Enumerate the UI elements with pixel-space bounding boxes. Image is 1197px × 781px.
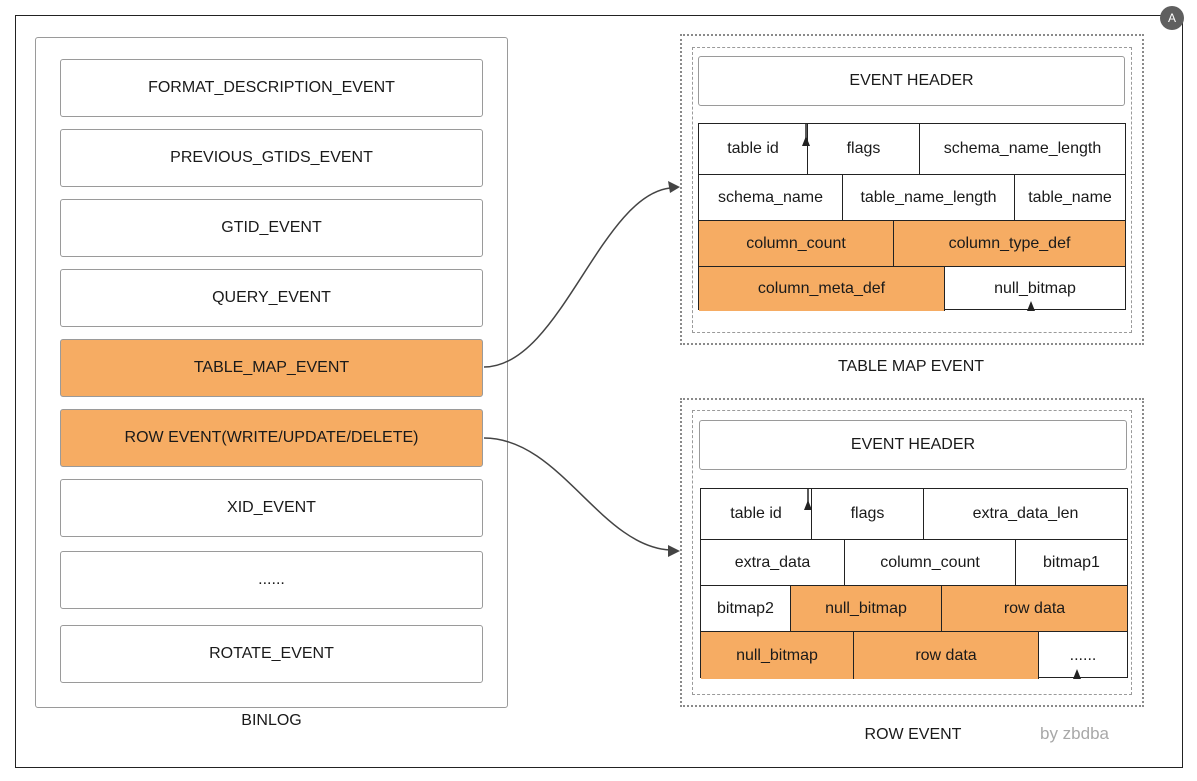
row-event-field-bitmap1: bitmap1 [1015,540,1127,585]
connector-table-map [483,187,671,368]
table-map-field-schema-name-length: schema_name_length [919,124,1125,174]
binlog-event-format-description: FORMAT_DESCRIPTION_EVENT [60,59,483,117]
marker-table-map-bottom-arrowhead [1027,301,1035,311]
table-map-field-null-bitmap: null_bitmap [944,267,1125,311]
table-map-field-column-meta-def: column_meta_def [699,267,944,311]
row-event-row-2: extra_data column_count bitmap1 [701,539,1127,585]
row-event-field-null-bitmap-1: null_bitmap [790,586,941,631]
table-map-row-1: table id flags schema_name_length [699,124,1125,174]
row-event-row-4: null_bitmap row data ...... [701,631,1127,679]
table-map-event-header: EVENT HEADER [698,56,1125,106]
binlog-event-ellipsis: ...... [60,551,483,609]
table-map-inner-border [692,47,1132,333]
row-event-caption: ROW EVENT [864,726,962,743]
row-event-field-ellipsis: ...... [1038,632,1127,679]
row-event-field-extra-data: extra_data [734,553,811,571]
binlog-container [35,37,508,708]
row-event-row-1: table id flags extra_data_len [701,489,1127,539]
row-event-field-row-data-2: row data [853,632,1038,679]
table-map-row-3: column_count column_type_def [699,220,1125,266]
table-map-field-column-count: column_count [699,221,893,266]
row-event-row-3: bitmap2 null_bitmap row data [701,585,1127,631]
diagram-frame [15,15,1183,768]
watermark: by zbdba [1040,724,1109,743]
connector-row-event [483,437,671,551]
row-event-inner-border [692,410,1132,695]
row-event-header: EVENT HEADER [699,420,1127,470]
table-map-field-column-type-def: column_type_def [893,221,1125,266]
table-map-field-table-name: table_name [1014,175,1125,220]
connector-table-map-arrowhead [668,181,680,193]
row-event-field-bitmap2: bitmap2 [717,599,774,617]
binlog-event-gtid: GTID_EVENT [60,199,483,257]
binlog-caption: BINLOG [241,712,302,729]
row-event-field-table-id: table id [730,505,782,522]
table-map-caption: TABLE MAP EVENT [837,358,985,375]
table-map-row-2: schema_name table_name_length table_name [699,174,1125,220]
table-map-fields-grid: table id flags schema_name_length schema… [698,123,1126,311]
binlog-event-previous-gtids: PREVIOUS_GTIDS_EVENT [60,129,483,187]
row-event-field-flags: flags [811,489,923,539]
table-map-field-table-name-length: table_name_length [842,175,1014,220]
row-event-field-column-count: column_count [844,540,1015,585]
table-map-row-4: column_meta_def null_bitmap [699,266,1125,311]
row-event-outer-border [680,398,1144,707]
row-event-field-row-data-1: row data [941,586,1127,631]
table-map-outer-border [680,34,1144,345]
marker-table-map-top-arrowhead [802,136,810,146]
binlog-event-row-event: ROW EVENT(WRITE/UPDATE/DELETE) [60,409,483,467]
binlog-event-query: QUERY_EVENT [60,269,483,327]
table-map-field-flags: flags [807,124,919,174]
table-map-field-table-id: table id [727,140,779,157]
binlog-event-table-map: TABLE_MAP_EVENT [60,339,483,397]
connector-row-event-arrowhead [668,545,680,557]
binlog-event-rotate: ROTATE_EVENT [60,625,483,683]
row-event-fields-grid: table id flags extra_data_len extra_data… [700,488,1128,679]
table-map-field-schema-name: schema_name [718,188,823,206]
row-event-field-null-bitmap-2: null_bitmap [701,632,853,679]
row-event-field-extra-data-len: extra_data_len [923,489,1127,539]
marker-row-event-top-arrowhead [804,500,812,510]
corner-badge-icon[interactable]: A [1160,6,1184,30]
binlog-event-xid: XID_EVENT [60,479,483,537]
marker-row-event-bottom-arrowhead [1073,669,1081,679]
